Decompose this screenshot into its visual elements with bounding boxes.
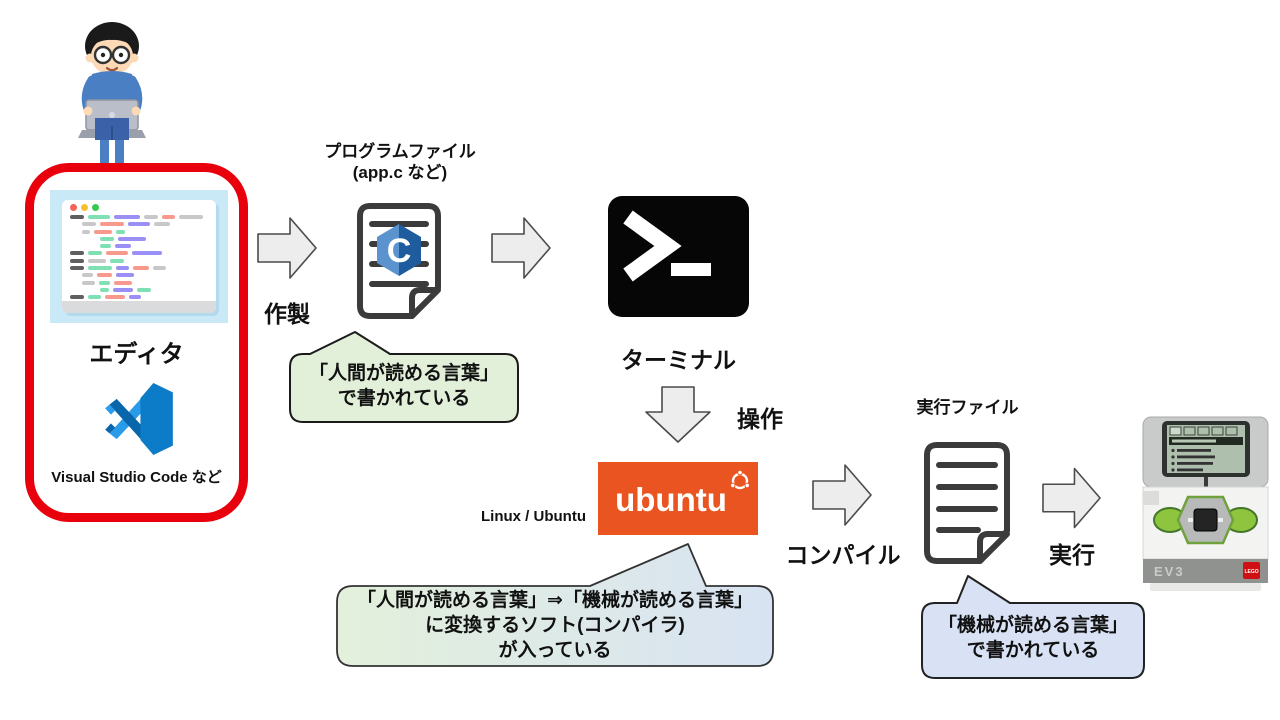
ubuntu-logo: ubuntu [598, 462, 758, 535]
arrow-operate-label: 操作 [737, 406, 783, 432]
bubble-ubuntu-line2: に変換するソフト(コンパイラ) [425, 615, 685, 636]
window-dot-green-icon [92, 204, 99, 211]
ev3-screen-file-list [1169, 437, 1243, 472]
terminal-label: ターミナル [621, 347, 736, 373]
program-file-title: プログラムファイル (app.c など) [320, 141, 480, 183]
ubuntu-wordmark: ubuntu [615, 480, 727, 518]
exec-file-title: 実行ファイル [916, 398, 1019, 417]
vscode-logo-icon [105, 383, 173, 455]
arrow-operate-icon [645, 386, 711, 443]
code-editor-illustration [50, 190, 228, 323]
window-dot-yellow-icon [81, 204, 88, 211]
arrow-run-label: 実行 [1049, 542, 1095, 568]
editor-window-footer [62, 301, 216, 313]
editor-window [62, 200, 216, 313]
arrow-create-label: 作製 [264, 301, 310, 327]
ev3-label: EV3 [1154, 564, 1185, 579]
executable-file-icon [924, 442, 1010, 564]
editor-tool-note: Visual Studio Code など [51, 469, 222, 486]
program-file-title-line2: (app.c など) [352, 163, 448, 182]
bubble-ubuntu-shape [336, 543, 774, 667]
ev3-brick-image: EV3 LEGO [1142, 416, 1269, 591]
bubble-exec-file-line1: 「機械が読める言葉」 [937, 615, 1128, 636]
c-badge: C [387, 232, 412, 270]
arrow-run-icon [1042, 467, 1101, 529]
arrow-file-to-terminal-icon [491, 217, 551, 279]
bubble-exec-file-shape [921, 575, 1145, 679]
ev3-screen-tabs [1169, 426, 1238, 436]
lego-logo: LEGO [1245, 569, 1259, 575]
c-source-file-icon: C [357, 203, 441, 319]
arrow-compile-icon [812, 464, 872, 526]
editor-code-lines [70, 215, 210, 303]
ubuntu-caption: Linux / Ubuntu [481, 508, 586, 525]
arrow-compile-label: コンパイル [785, 542, 901, 568]
window-dot-red-icon [70, 204, 77, 211]
terminal-icon [608, 196, 749, 317]
bubble-exec-file: 「機械が読める言葉」 で書かれている [920, 572, 1146, 680]
bubble-program-file: 「人間が読める言葉」 で書かれている [288, 330, 520, 424]
editor-label: エディタ [89, 341, 184, 368]
bubble-ubuntu: 「人間が読める言葉」⇒「機械が読める言葉」 に変換するソフト(コンパイラ) が入… [335, 540, 775, 668]
editor-window-titlebar [62, 200, 216, 213]
bubble-program-file-line1: 「人間が読める言葉」 [308, 363, 499, 384]
ubuntu-circle-of-friends-icon [730, 469, 751, 490]
arrow-create-icon [257, 217, 317, 279]
bubble-ubuntu-line1: 「人間が読める言葉」⇒「機械が読める言葉」 [357, 590, 753, 611]
program-file-title-line1: プログラムファイル [324, 142, 476, 161]
bubble-program-file-shape [289, 331, 519, 423]
bubble-exec-file-line2: で書かれている [966, 640, 1100, 661]
programmer-illustration [78, 22, 146, 177]
bubble-ubuntu-line3: が入っている [498, 640, 612, 661]
bubble-program-file-line2: で書かれている [337, 388, 471, 409]
